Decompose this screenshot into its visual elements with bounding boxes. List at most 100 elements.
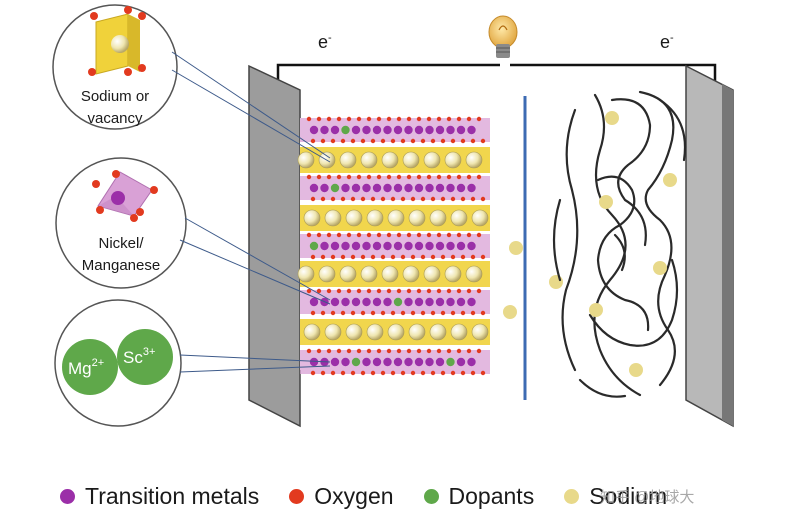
oxygen-atom [350,310,356,316]
transition-metal-atom [383,241,392,251]
oxygen-atom [330,370,336,376]
transition-metal-atom [330,297,340,307]
oxygen-atom [470,310,476,316]
transition-metal-atom [309,357,319,367]
anode-sodium-ion [629,363,643,377]
oxygen-atom [366,174,372,180]
oxygen-atom [406,288,412,294]
oxygen-atom [360,254,366,260]
oxygen-atom [316,232,322,238]
oxygen-atom [320,310,326,316]
transition-metal-atom [351,125,361,135]
oxygen-atom [410,138,416,144]
sodium-atom [423,151,441,169]
anode-sodium-ion [599,195,613,209]
oxygen-atom [356,348,362,354]
transition-metal-atom [404,357,413,367]
oxygen-atom [406,348,412,354]
electron-label-right: e- [660,32,674,52]
oxygen-atom [390,254,396,260]
sodium-atom [318,265,336,283]
oxygen-atom [326,116,332,122]
oxygen-atom [480,196,486,202]
transition-metal-atom [341,297,350,307]
oxygen-atom [460,138,466,144]
oxygen-atom [440,310,446,316]
oxygen-atom [436,116,442,122]
transition-metal-atom [446,297,455,307]
transition-metal-atom [425,125,434,135]
oxygen-atom [466,232,472,238]
sodium-atom [450,209,468,227]
transition-metal-atom [330,357,340,367]
oxygen-atom [320,370,326,376]
oxygen-atom [306,116,312,122]
sodium-atom [444,151,462,169]
oxygen-atom [456,116,462,122]
transition-metal-atom [467,183,476,193]
oxygen-atom [370,196,376,202]
free-sodium-ion [549,275,563,289]
transition-metal-atom [414,241,424,251]
transition-metal-atom [393,357,403,367]
oxygen-atom [416,232,422,238]
oxygen-atom [336,288,342,294]
oxygen-atom [440,138,446,144]
oxygen-atom [376,116,382,122]
oxygen-atom [356,174,362,180]
oxygen-atom [476,116,482,122]
sc-ion-icon [117,329,173,385]
transition-metal-atom [414,183,424,193]
oxygen-atom [420,310,426,316]
oxygen-atom [316,116,322,122]
oxygen-atom [360,370,366,376]
sodium-atom [387,323,405,341]
oxygen-atom [380,138,386,144]
transition-metal-atom [330,125,340,135]
oxygen-atom [440,370,446,376]
oxygen-atom [376,232,382,238]
oxygen-atom [460,370,466,376]
oxygen-atom [410,254,416,260]
dopant-atom [351,357,361,367]
oxygen-atom [390,310,396,316]
nickel-octahedron-icon [92,170,158,222]
light-bulb-icon [488,15,518,58]
oxygen-atom [336,348,342,354]
oxygen-atom [430,310,436,316]
transition-metal-atom [393,125,403,135]
sodium-atom [303,209,321,227]
oxygen-atom [410,370,416,376]
mg-ion-label: Mg2+ [68,357,104,378]
oxygen-atom [416,288,422,294]
oxygen-atom [446,116,452,122]
oxygen-atom [340,254,346,260]
oxygen-atom [350,370,356,376]
oxygen-atom [470,138,476,144]
oxygen-atom [440,196,446,202]
oxygen-atom [480,254,486,260]
dopant-atom [393,297,403,307]
oxygen-atom [356,288,362,294]
sodium-atom [444,265,462,283]
oxygen-atom [376,348,382,354]
oxygen-atom [456,348,462,354]
transition-metal-atom [404,241,413,251]
oxygen-atom [366,116,372,122]
oxygen-atom [310,254,316,260]
oxygen-atom [370,310,376,316]
transition-metal-atom [467,357,476,367]
oxygen-atom [350,196,356,202]
oxygen-atom [330,196,336,202]
oxygen-atom [450,370,456,376]
oxygen-atom [400,138,406,144]
oxygen-atom [310,138,316,144]
sodium-atom [471,209,489,227]
dopant-atom [341,125,350,135]
transition-metal-atom [309,125,319,135]
oxygen-atom [310,310,316,316]
transition-metal-atom [446,241,455,251]
cathode-atoms [297,116,489,376]
oxygen-atom [336,232,342,238]
